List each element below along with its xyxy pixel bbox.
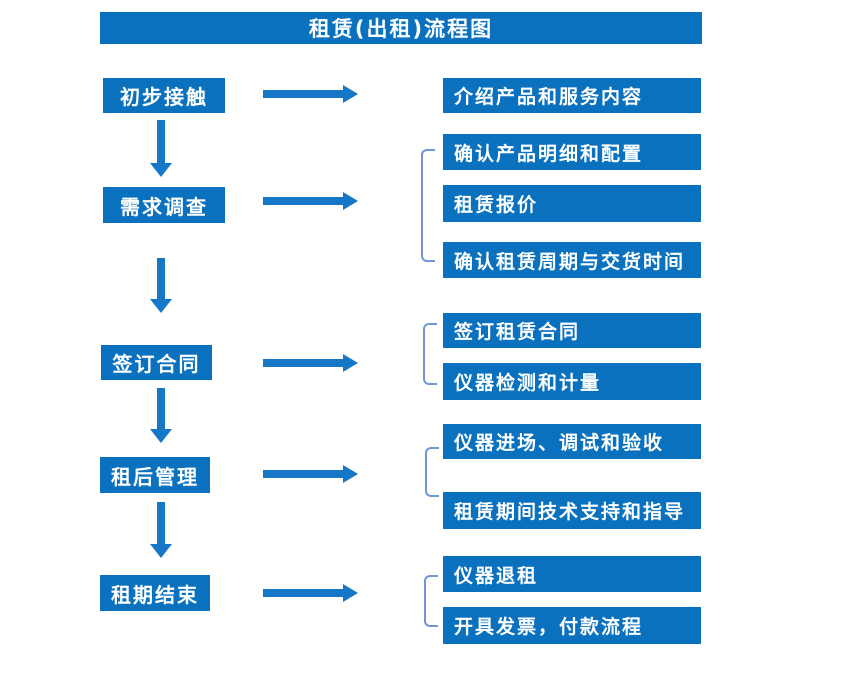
arrow-head [343, 192, 358, 210]
arrow-shaft [263, 470, 344, 478]
arrow-shaft [157, 120, 165, 164]
detail-box-instrument-return: 仪器退租 [443, 556, 701, 592]
step-box-sign-contract: 签订合同 [101, 345, 212, 380]
right-arrow-icon [263, 354, 358, 372]
detail-box-invoice-payment: 开具发票，付款流程 [443, 607, 701, 644]
detail-box-tech-support: 租赁期间技术支持和指导 [443, 492, 701, 529]
arrow-shaft [157, 388, 165, 430]
arrow-head [150, 163, 172, 177]
group-bracket-demand-survey [421, 149, 435, 262]
right-arrow-icon [263, 584, 358, 602]
arrow-head [150, 544, 172, 558]
detail-box-introduce-products: 介绍产品和服务内容 [443, 78, 701, 113]
step-box-demand-survey: 需求调查 [103, 187, 225, 223]
down-arrow-icon [150, 258, 172, 313]
flowchart-title: 租赁(出租)流程图 [100, 12, 702, 44]
down-arrow-icon [150, 502, 172, 558]
detail-box-instrument-testing: 仪器检测和计量 [443, 363, 701, 400]
detail-box-sign-rental-contract: 签订租赁合同 [443, 313, 701, 348]
arrow-head [150, 429, 172, 443]
step-box-post-rental-management: 租后管理 [100, 457, 210, 493]
group-bracket-sign-contract [423, 323, 437, 385]
arrow-head [343, 465, 358, 483]
right-arrow-icon [263, 465, 358, 483]
arrow-head [150, 299, 172, 313]
right-arrow-icon [263, 192, 358, 210]
down-arrow-icon [150, 388, 172, 443]
arrow-shaft [263, 359, 344, 367]
detail-box-rental-quote: 租赁报价 [443, 185, 701, 222]
arrow-head [343, 85, 358, 103]
arrow-shaft [263, 197, 344, 205]
arrow-head [343, 584, 358, 602]
arrow-head [343, 354, 358, 372]
group-bracket-post-rental [425, 447, 439, 497]
arrow-shaft [263, 589, 344, 597]
step-box-initial-contact: 初步接触 [103, 78, 225, 113]
detail-box-confirm-period-delivery: 确认租赁周期与交货时间 [443, 242, 701, 278]
detail-box-confirm-product-config: 确认产品明细和配置 [443, 134, 701, 170]
arrow-shaft [157, 258, 165, 300]
arrow-shaft [157, 502, 165, 545]
arrow-shaft [263, 90, 344, 98]
step-box-rental-end: 租期结束 [100, 575, 210, 611]
right-arrow-icon [263, 85, 358, 103]
down-arrow-icon [150, 120, 172, 177]
group-bracket-rental-end [424, 575, 438, 627]
detail-box-instrument-setup: 仪器进场、调试和验收 [443, 424, 701, 459]
